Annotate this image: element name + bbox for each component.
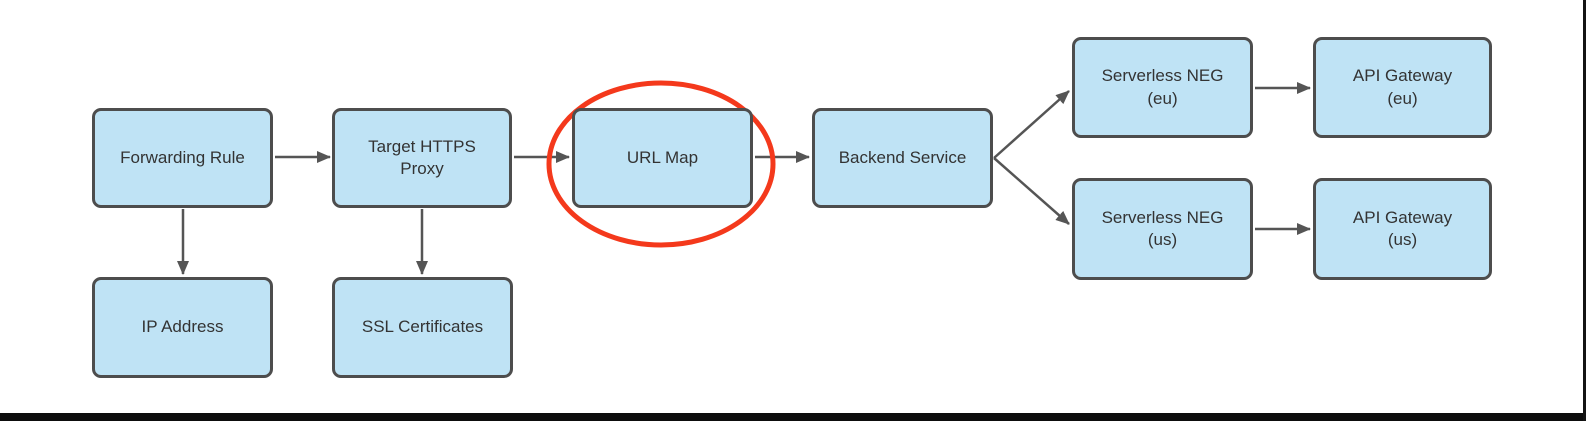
- node-ip-address: IP Address: [92, 277, 273, 378]
- node-forwarding-rule: Forwarding Rule: [92, 108, 273, 208]
- node-target-https-proxy: Target HTTPS Proxy: [332, 108, 512, 208]
- node-serverless-neg-us: Serverless NEG (us): [1072, 178, 1253, 280]
- edge-backend-service-to-serverless-neg-eu: [993, 90, 1070, 159]
- frame-right-edge: [1583, 0, 1586, 421]
- node-serverless-neg-eu: Serverless NEG (eu): [1072, 37, 1253, 138]
- edge-backend-service-to-serverless-neg-us: [993, 157, 1070, 225]
- node-ssl-certificates: SSL Certificates: [332, 277, 513, 378]
- node-api-gateway-eu: API Gateway (eu): [1313, 37, 1492, 138]
- node-backend-service: Backend Service: [812, 108, 993, 208]
- node-api-gateway-us: API Gateway (us): [1313, 178, 1492, 280]
- node-url-map: URL Map: [572, 108, 753, 208]
- frame-bottom-edge: [0, 413, 1586, 421]
